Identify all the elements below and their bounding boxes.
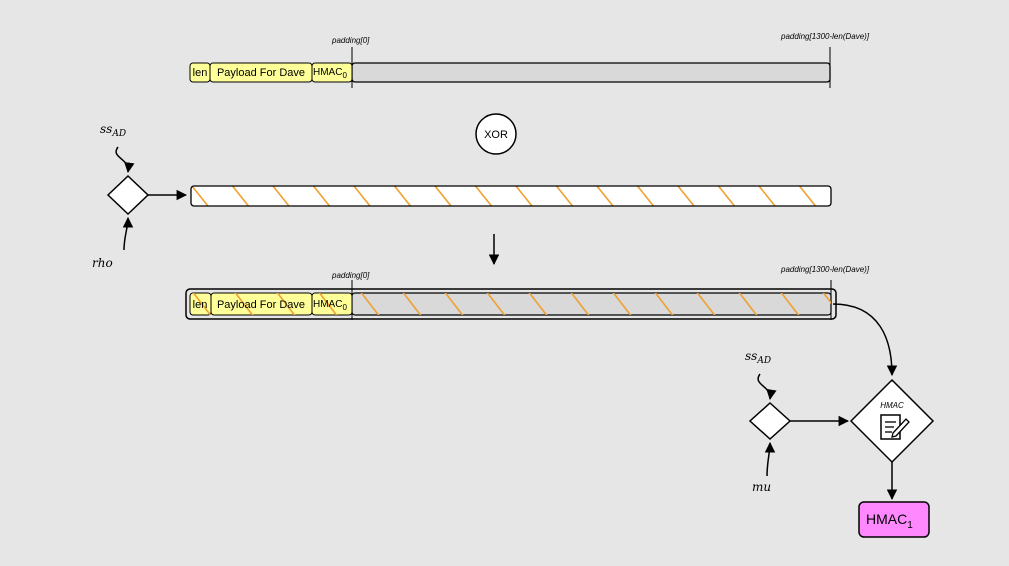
hmac-node: HMAC [849, 378, 935, 464]
xor-operator: XOR [475, 113, 517, 155]
mac-ss-ad-arrow [757, 373, 777, 401]
result-len-label: len [193, 299, 208, 311]
mac-key-diamond [748, 401, 792, 441]
stripe [233, 293, 255, 315]
stripe [191, 293, 213, 315]
stripe [353, 186, 371, 206]
padding-end-label: padding[1300-len(Dave)] [780, 32, 870, 41]
ss-ad-label: ssAD [100, 122, 126, 139]
stripe [737, 293, 759, 315]
xor-circle [475, 113, 517, 155]
stripe [653, 293, 675, 315]
hmac-node-label: HMAC [880, 401, 904, 410]
stripe [758, 186, 776, 206]
rho-label: rho [92, 256, 113, 270]
stripe [527, 293, 549, 315]
stripe [359, 293, 381, 315]
stripe [231, 186, 250, 206]
mac-ss-ad-label: ssAD [745, 349, 771, 366]
result-padding-start-label: padding[0] [331, 271, 370, 280]
len-field-label: len [193, 67, 208, 79]
result-hmac-field [311, 292, 353, 316]
stripe [515, 186, 533, 206]
padding-start-label: padding[0] [331, 36, 370, 45]
result-payload-label: Payload For Dave [217, 299, 305, 311]
xor-label: XOR [484, 129, 508, 141]
stripe [717, 186, 736, 206]
rho-arrow [122, 216, 134, 251]
stripe [317, 293, 339, 315]
stripe [611, 293, 633, 315]
result-packet: padding[0] padding[1300-len(Dave)] len P… [185, 265, 870, 320]
top-packet: padding[0] padding[1300-len(Dave)] len P… [189, 32, 870, 88]
hmac-output-label: HMAC1 [866, 511, 913, 531]
stripe [555, 186, 574, 206]
rho-stream [190, 185, 832, 207]
stripe [695, 293, 717, 315]
stream-bar-fill [191, 186, 831, 206]
stripe [275, 293, 297, 315]
hmac-output-box [858, 501, 930, 538]
rho-key-derivation: ssAD rho [92, 122, 188, 270]
stripe [191, 186, 209, 206]
hmac-output: HMAC1 [858, 501, 930, 538]
key-gen-diamond [106, 174, 150, 216]
stripe [569, 293, 591, 315]
stripe [434, 186, 452, 206]
result-stripes [191, 293, 831, 315]
stripe [677, 186, 695, 206]
hmac-field [311, 62, 353, 83]
result-hmac-label: HMAC0 [313, 299, 347, 312]
stripe [312, 186, 331, 206]
stream-bar-border [190, 185, 832, 207]
stripe [401, 293, 423, 315]
stripe [596, 186, 614, 206]
stripe [636, 186, 655, 206]
stripe [798, 186, 817, 206]
payload-field-label: Payload For Dave [217, 67, 305, 79]
stripe [779, 293, 801, 315]
document-sign-icon [880, 414, 910, 440]
hmac-field-label: HMAC0 [313, 67, 347, 80]
ss-ad-arrow [115, 146, 135, 174]
mu-arrow [764, 441, 776, 477]
mu-label: mu [752, 480, 771, 494]
stripe [485, 293, 507, 315]
stripe [443, 293, 465, 315]
stripe [393, 186, 412, 206]
stripe [821, 293, 831, 315]
stripe [474, 186, 493, 206]
packet-to-hmac-arrow [832, 303, 898, 377]
stream-stripes [191, 186, 817, 206]
result-padding-field [351, 292, 832, 316]
mu-key-derivation: ssAD mu [745, 349, 850, 494]
stripe [272, 186, 290, 206]
result-padding-end-label: padding[1300-len(Dave)] [780, 265, 870, 274]
padding-field [351, 62, 831, 83]
